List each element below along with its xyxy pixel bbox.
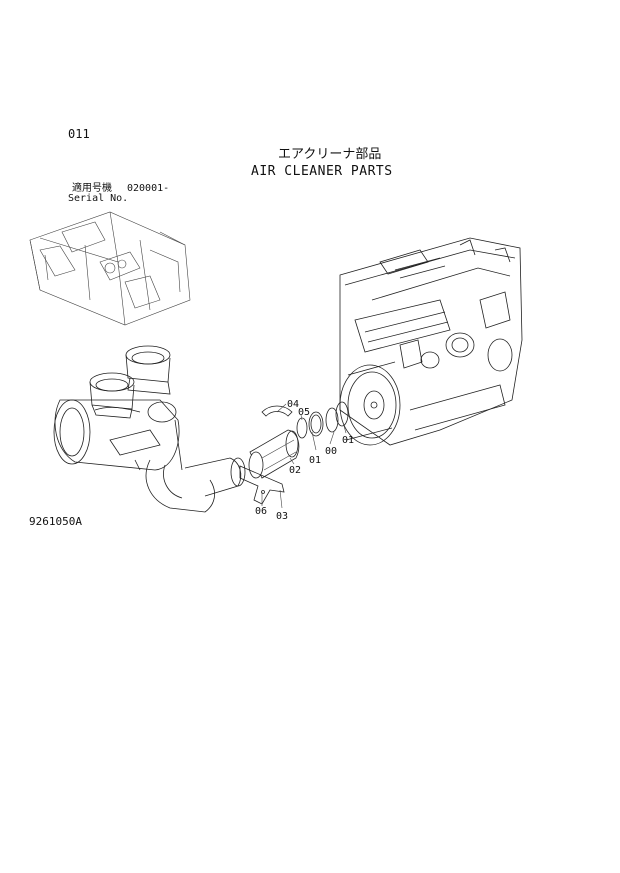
title-japanese: エアクリーナ部品 [278,147,382,162]
serial-label-japanese: 適用号機 [72,183,112,194]
serial-number-value: 020001- [127,183,170,194]
callout-01-left: 01 [309,455,321,466]
page-number: 011 [68,127,90,141]
callout-05: 05 [298,407,310,418]
callout-03: 03 [276,511,288,522]
callout-02: 02 [289,465,301,476]
figure-code: 9261050A [29,515,82,528]
callout-01-right: 01 [342,435,354,446]
machine-overview-sketch [29,211,191,326]
callout-04: 04 [287,399,299,410]
callout-labels: 04 05 01 02 01 00 06 03 [255,399,354,522]
title-english: AIR CLEANER PARTS [251,164,393,179]
air-cleaner-assembly [53,345,246,513]
callout-00: 00 [325,446,337,457]
callout-06: 06 [255,506,267,517]
leader-lines [261,403,347,509]
engine-block [339,237,523,446]
serial-label-english: Serial No. [68,193,129,204]
